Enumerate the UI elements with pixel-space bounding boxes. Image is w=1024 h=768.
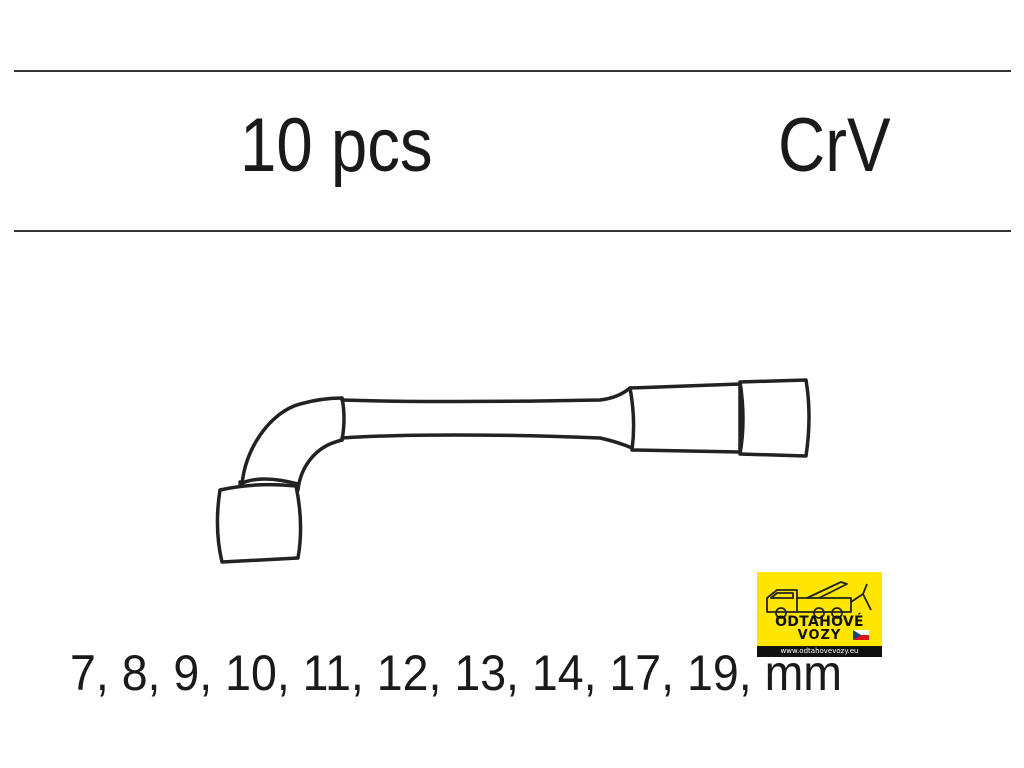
wrench-socket-right	[738, 378, 811, 458]
material-label: CrV	[778, 103, 891, 188]
czech-flag-icon	[853, 630, 869, 640]
wrench-shaft	[340, 386, 632, 404]
logo-text-line2: VOZY	[797, 628, 842, 643]
logo-url: www.odtahovevozy.eu	[757, 646, 882, 657]
l-type-socket-wrench-illustration	[215, 378, 811, 564]
wrench-socket-left	[215, 482, 303, 564]
sizes-list: 7, 8, 9, 10, 11, 12, 13, 14, 17, 19, mm	[70, 645, 843, 701]
quantity-label: 10 pcs	[240, 103, 433, 188]
wrench-elbow	[240, 396, 344, 488]
wrench-sleeve	[628, 382, 742, 454]
wrench-collar	[340, 396, 346, 442]
tow-truck-icon	[766, 581, 872, 619]
bottom-divider	[14, 230, 1011, 232]
logo-text-line1: ODTAHOVÉ	[775, 614, 864, 630]
top-divider	[14, 70, 1011, 72]
odtahove-vozy-logo: ODTAHOVÉ VOZY www.odtahovevozy.eu	[757, 572, 882, 657]
